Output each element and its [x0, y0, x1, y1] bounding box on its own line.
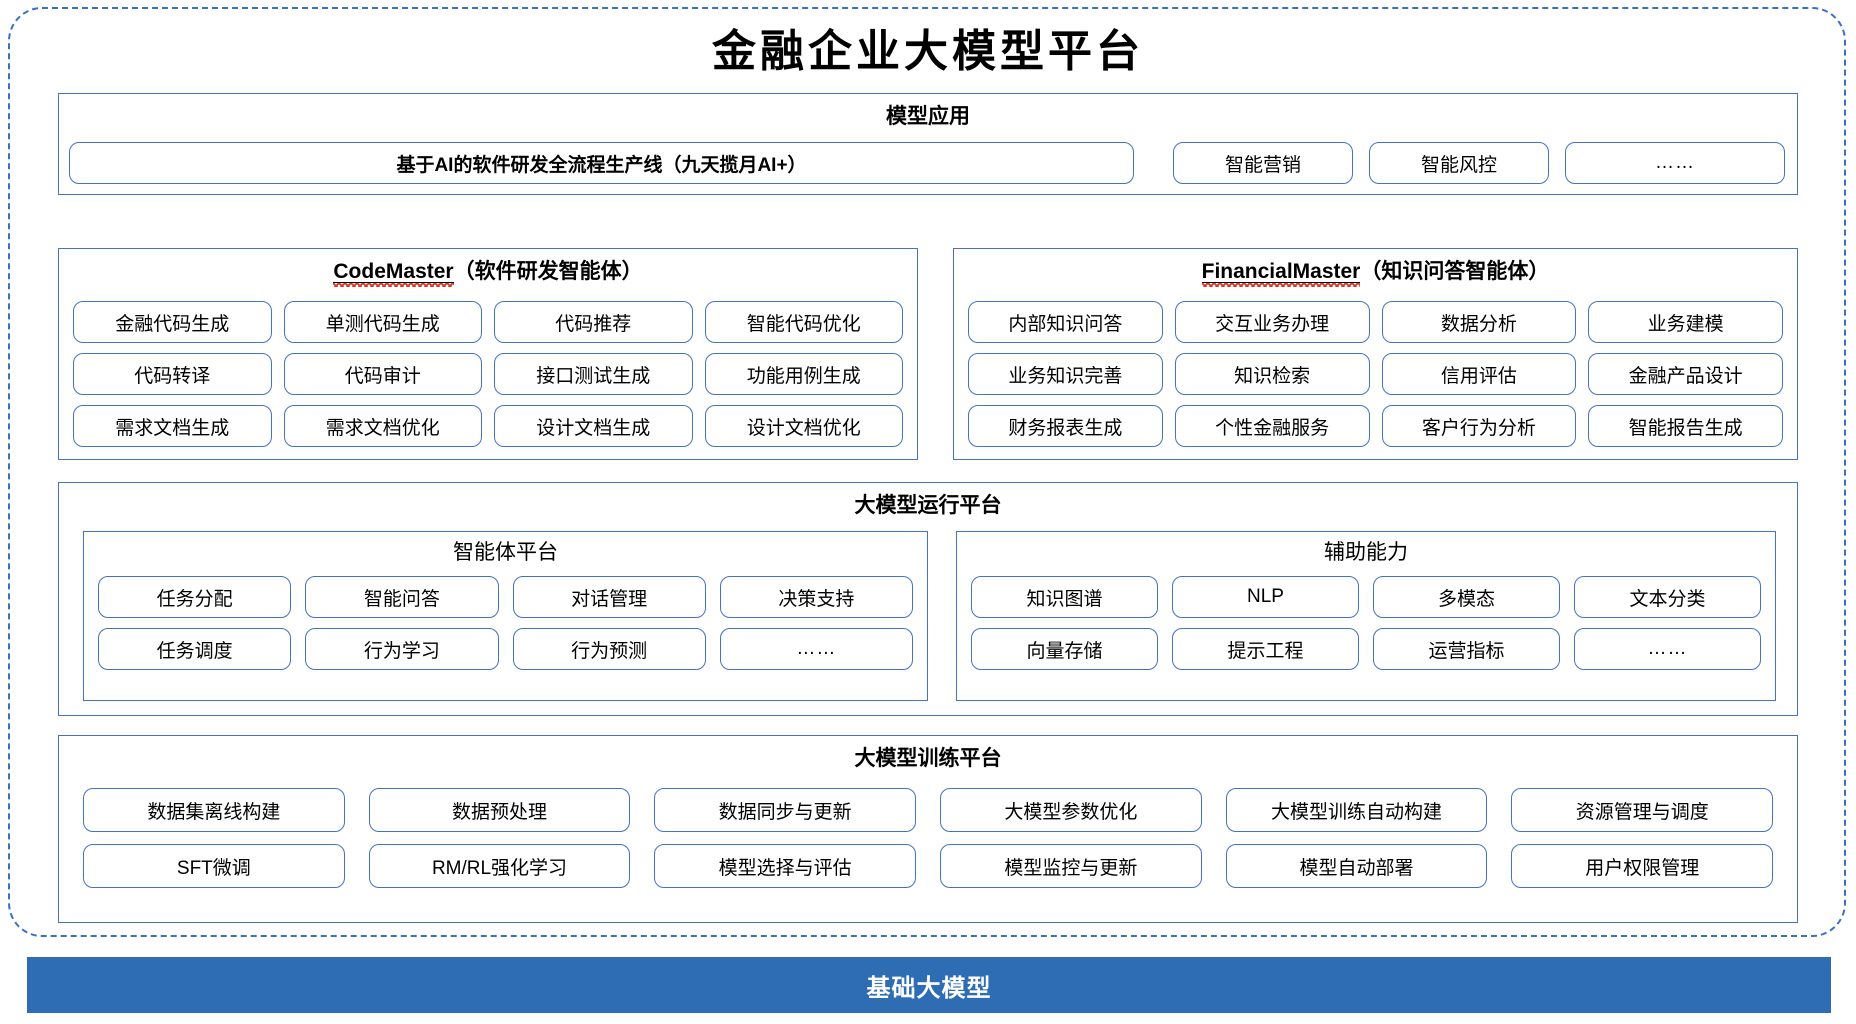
train-platform-row-1: 数据集离线构建 数据预处理 数据同步与更新 大模型参数优化 大模型训练自动构建 …	[83, 788, 1774, 832]
panel-run-platform: 大模型运行平台 智能体平台 任务分配 智能问答 对话管理 决策支持 任务调度 行…	[58, 482, 1798, 716]
pill-financial-master-r3c1[interactable]: 财务报表生成	[968, 405, 1163, 447]
pill-train-r1c5[interactable]: 大模型训练自动构建	[1225, 788, 1488, 832]
panel-code-master: CodeMaster（软件研发智能体） 金融代码生成 单测代码生成 代码推荐 智…	[58, 248, 918, 460]
page-title: 金融企业大模型平台	[712, 27, 1144, 76]
pill-train-r2c3[interactable]: 模型选择与评估	[654, 844, 917, 888]
pill-agent-platform-r1c1[interactable]: 任务分配	[98, 576, 292, 618]
financial-master-suffix: （知识问答智能体）	[1360, 260, 1550, 283]
pill-code-master-r1c1[interactable]: 金融代码生成	[73, 301, 272, 343]
pill-train-r1c4[interactable]: 大模型参数优化	[940, 788, 1202, 832]
model-application-item-row: 基于AI的软件研发全流程生产线（九天揽月AI+） 智能营销 智能风控 ……	[69, 142, 1789, 184]
pill-helper-ability-r1c3[interactable]: 多模态	[1373, 576, 1560, 618]
panel-title-run-platform: 大模型运行平台	[854, 494, 1002, 517]
pill-financial-master-r2c3[interactable]: 信用评估	[1381, 353, 1577, 395]
pill-train-r1c6[interactable]: 资源管理与调度	[1511, 788, 1774, 832]
diagram-outer-frame	[8, 7, 1846, 937]
panel-model-application: 模型应用 基于AI的软件研发全流程生产线（九天揽月AI+） 智能营销 智能风控 …	[58, 93, 1798, 195]
financial-master-grid: 内部知识问答 交互业务办理 数据分析 业务建模 业务知识完善 知识检索 信用评估…	[968, 301, 1783, 447]
base-model-bar: 基础大模型	[27, 957, 1831, 1013]
pill-helper-ability-more[interactable]: ……	[1574, 628, 1761, 670]
pill-helper-ability-r1c2[interactable]: NLP	[1172, 576, 1359, 618]
pill-financial-master-r2c1[interactable]: 业务知识完善	[968, 353, 1163, 395]
pill-more-applications[interactable]: ……	[1565, 142, 1785, 184]
pill-helper-ability-r1c4[interactable]: 文本分类	[1574, 576, 1761, 618]
code-master-row-2: 代码转译 代码审计 接口测试生成 功能用例生成	[73, 353, 903, 395]
pill-code-master-r1c3[interactable]: 代码推荐	[494, 301, 693, 343]
agent-platform-row-1: 任务分配 智能问答 对话管理 决策支持	[98, 576, 913, 618]
pill-agent-platform-r1c3[interactable]: 对话管理	[512, 576, 706, 618]
pill-agent-platform-more[interactable]: ……	[719, 628, 913, 670]
subpanel-title-agent-platform: 智能体平台	[453, 541, 558, 564]
pill-code-master-r3c3[interactable]: 设计文档生成	[494, 405, 693, 447]
pill-train-r1c3[interactable]: 数据同步与更新	[654, 788, 917, 832]
pill-code-master-r3c2[interactable]: 需求文档优化	[283, 405, 482, 447]
financial-master-row-3: 财务报表生成 个性金融服务 客户行为分析 智能报告生成	[968, 405, 1783, 447]
pill-agent-platform-r2c2[interactable]: 行为学习	[305, 628, 499, 670]
code-master-name: CodeMaster	[333, 260, 454, 287]
panel-title-financial-master: FinancialMaster（知识问答智能体）	[954, 260, 1797, 287]
pill-financial-master-r1c1[interactable]: 内部知识问答	[968, 301, 1163, 343]
panel-financial-master: FinancialMaster（知识问答智能体） 内部知识问答 交互业务办理 数…	[953, 248, 1798, 460]
pill-financial-master-r3c4[interactable]: 智能报告生成	[1588, 405, 1783, 447]
subpanel-title-helper-ability: 辅助能力	[1324, 541, 1408, 564]
pill-agent-platform-r1c4[interactable]: 决策支持	[719, 576, 913, 618]
pill-train-r1c1[interactable]: 数据集离线构建	[83, 788, 345, 832]
pill-ai-pipeline[interactable]: 基于AI的软件研发全流程生产线（九天揽月AI+）	[69, 142, 1134, 184]
panel-train-platform: 大模型训练平台 数据集离线构建 数据预处理 数据同步与更新 大模型参数优化 大模…	[58, 735, 1798, 923]
pill-code-master-r1c2[interactable]: 单测代码生成	[283, 301, 482, 343]
pill-train-r2c1[interactable]: SFT微调	[83, 844, 345, 888]
pill-helper-ability-r2c2[interactable]: 提示工程	[1172, 628, 1359, 670]
pill-financial-master-r1c4[interactable]: 业务建模	[1588, 301, 1783, 343]
pill-train-r1c2[interactable]: 数据预处理	[368, 788, 631, 832]
train-platform-row-2: SFT微调 RM/RL强化学习 模型选择与评估 模型监控与更新 模型自动部署 用…	[83, 844, 1774, 888]
pill-agent-platform-r1c2[interactable]: 智能问答	[305, 576, 499, 618]
pill-code-master-r2c3[interactable]: 接口测试生成	[494, 353, 693, 395]
base-model-label: 基础大模型	[866, 974, 992, 1002]
pill-train-r2c5[interactable]: 模型自动部署	[1225, 844, 1488, 888]
pill-smart-risk-control[interactable]: 智能风控	[1369, 142, 1549, 184]
agent-platform-grid: 任务分配 智能问答 对话管理 决策支持 任务调度 行为学习 行为预测 ……	[98, 576, 913, 670]
financial-master-row-2: 业务知识完善 知识检索 信用评估 金融产品设计	[968, 353, 1783, 395]
pill-financial-master-r3c3[interactable]: 客户行为分析	[1381, 405, 1577, 447]
panel-title-code-master: CodeMaster（软件研发智能体）	[59, 260, 917, 287]
code-master-row-3: 需求文档生成 需求文档优化 设计文档生成 设计文档优化	[73, 405, 903, 447]
financial-master-row-1: 内部知识问答 交互业务办理 数据分析 业务建模	[968, 301, 1783, 343]
code-master-row-1: 金融代码生成 单测代码生成 代码推荐 智能代码优化	[73, 301, 903, 343]
helper-ability-row-1: 知识图谱 NLP 多模态 文本分类	[971, 576, 1761, 618]
pill-code-master-r3c4[interactable]: 设计文档优化	[704, 405, 903, 447]
pill-train-r2c4[interactable]: 模型监控与更新	[940, 844, 1202, 888]
train-platform-grid: 数据集离线构建 数据预处理 数据同步与更新 大模型参数优化 大模型训练自动构建 …	[83, 788, 1774, 888]
helper-ability-row-2: 向量存储 提示工程 运营指标 ……	[971, 628, 1761, 670]
pill-code-master-r2c1[interactable]: 代码转译	[73, 353, 272, 395]
panel-title-model-application: 模型应用	[886, 105, 970, 128]
pill-train-r2c2[interactable]: RM/RL强化学习	[368, 844, 631, 888]
pill-financial-master-r2c4[interactable]: 金融产品设计	[1588, 353, 1783, 395]
pill-agent-platform-r2c1[interactable]: 任务调度	[98, 628, 292, 670]
pill-smart-marketing[interactable]: 智能营销	[1173, 142, 1353, 184]
pill-helper-ability-r1c1[interactable]: 知识图谱	[971, 576, 1158, 618]
subpanel-agent-platform: 智能体平台 任务分配 智能问答 对话管理 决策支持 任务调度 行为学习 行为预测…	[83, 531, 928, 701]
financial-master-name: FinancialMaster	[1201, 260, 1361, 287]
pill-code-master-r1c4[interactable]: 智能代码优化	[704, 301, 903, 343]
agent-platform-row-2: 任务调度 行为学习 行为预测 ……	[98, 628, 913, 670]
pill-helper-ability-r2c1[interactable]: 向量存储	[971, 628, 1158, 670]
pill-code-master-r2c2[interactable]: 代码审计	[283, 353, 482, 395]
panel-title-train-platform: 大模型训练平台	[854, 747, 1002, 770]
pill-financial-master-r3c2[interactable]: 个性金融服务	[1174, 405, 1370, 447]
pill-helper-ability-r2c3[interactable]: 运营指标	[1373, 628, 1560, 670]
pill-train-r2c6[interactable]: 用户权限管理	[1511, 844, 1774, 888]
subpanel-helper-ability: 辅助能力 知识图谱 NLP 多模态 文本分类 向量存储 提示工程 运营指标 ……	[956, 531, 1776, 701]
code-master-grid: 金融代码生成 单测代码生成 代码推荐 智能代码优化 代码转译 代码审计 接口测试…	[73, 301, 903, 447]
pill-agent-platform-r2c3[interactable]: 行为预测	[512, 628, 706, 670]
pill-code-master-r3c1[interactable]: 需求文档生成	[73, 405, 272, 447]
pill-code-master-r2c4[interactable]: 功能用例生成	[704, 353, 903, 395]
helper-ability-grid: 知识图谱 NLP 多模态 文本分类 向量存储 提示工程 运营指标 ……	[971, 576, 1761, 670]
pill-financial-master-r1c3[interactable]: 数据分析	[1381, 301, 1577, 343]
pill-financial-master-r2c2[interactable]: 知识检索	[1174, 353, 1370, 395]
code-master-suffix: （软件研发智能体）	[453, 260, 643, 283]
pill-financial-master-r1c2[interactable]: 交互业务办理	[1174, 301, 1370, 343]
